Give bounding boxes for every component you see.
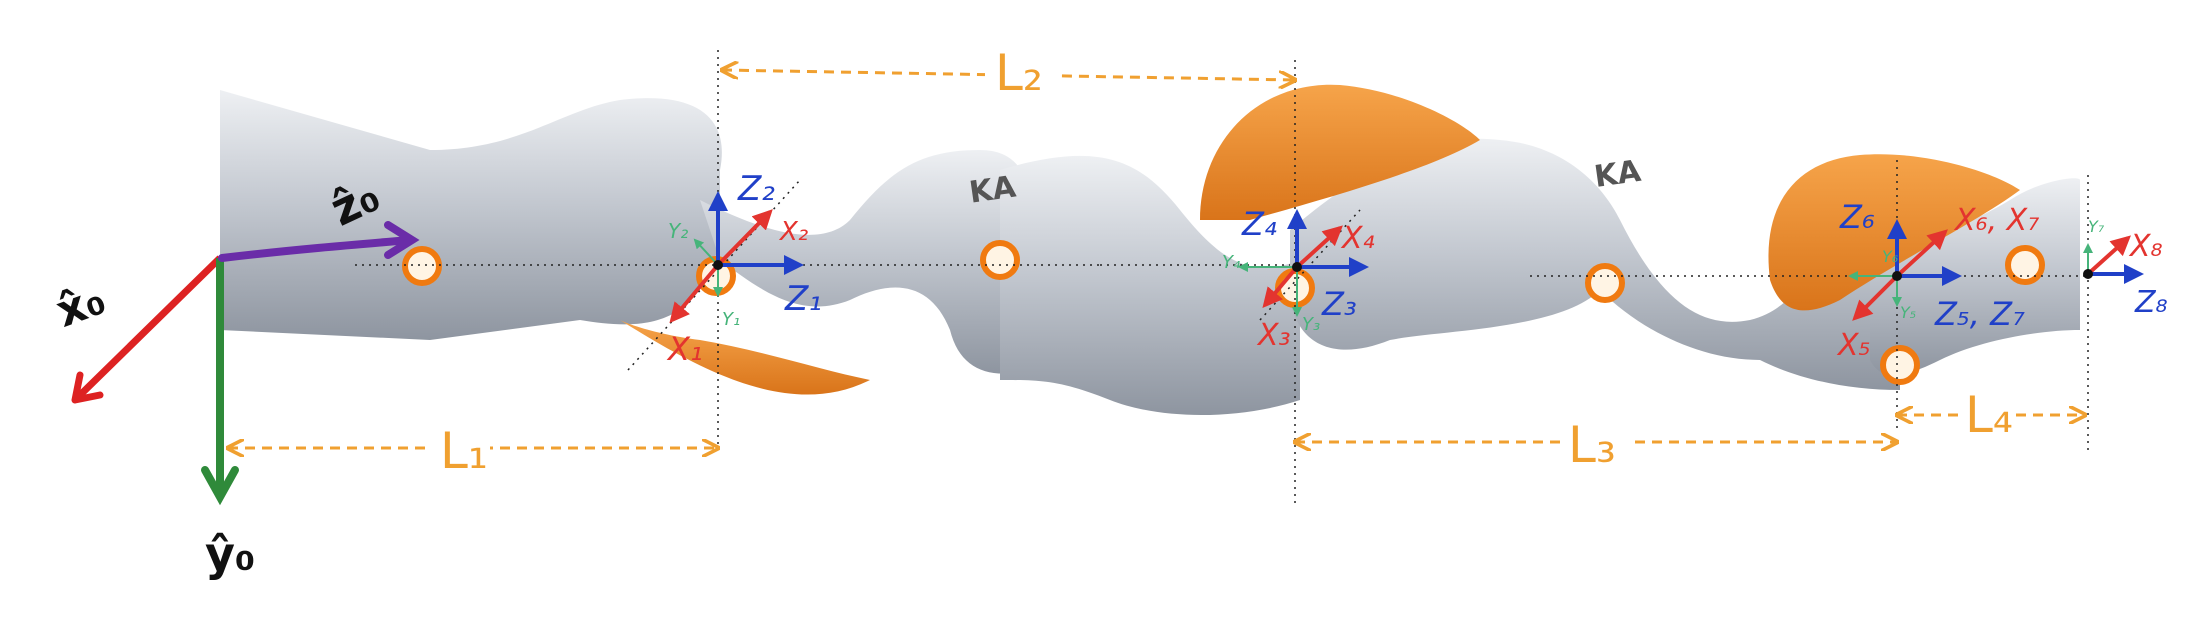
robot-body: KA KA <box>220 84 2080 415</box>
base-segment <box>220 90 722 340</box>
dimension-L4-label: L₄ <box>1965 386 2013 444</box>
dimension-L2-label: L₂ <box>995 44 1043 102</box>
frame-x1-label: X₁ <box>666 330 703 368</box>
frame-y6-label: Y₆ <box>1882 247 1899 266</box>
wrist-segment <box>1870 178 2080 375</box>
robot-brand-text-2: KA <box>1592 154 1644 195</box>
base-y-label: ŷ₀ <box>205 527 255 581</box>
frame-5-7 <box>1848 219 1962 321</box>
frame-z3-label: Z₃ <box>1321 285 1357 323</box>
frame-y7-label: Y₇ <box>2088 217 2105 236</box>
frame-y4-label: Y₄ <box>1222 252 1241 273</box>
joint-marker-5 <box>1585 263 1625 303</box>
frame-3-4 <box>1238 209 1369 317</box>
frame-x2-label: X₂ <box>778 217 808 247</box>
frame-1-2 <box>669 191 804 324</box>
orange-cover-1 <box>620 320 870 395</box>
robot-brand-text-1: KA <box>967 169 1019 210</box>
dimension-L3-label: L₃ <box>1568 416 1616 474</box>
dimension-L2-line <box>722 70 1295 80</box>
frame-y1-label: Y₁ <box>722 309 740 330</box>
base-x-axis <box>72 255 223 403</box>
joint-marker-3 <box>980 240 1020 280</box>
frame-z2-label: Z₂ <box>737 169 775 209</box>
frame-8 <box>2083 235 2144 284</box>
link3-segment <box>1000 155 1300 415</box>
joint-marker-6 <box>1880 345 1920 385</box>
frame-y5-label: Y₅ <box>1900 303 1916 322</box>
frame-y2-label: Y₂ <box>668 219 688 243</box>
link4-segment <box>1290 138 1900 390</box>
dimension-L1-label: L₁ <box>440 422 488 480</box>
frame-x3-label: X₃ <box>1256 318 1291 353</box>
frame-x6-x7-label: X₆, X₇ <box>1953 203 2039 238</box>
base-z-axis <box>218 236 414 262</box>
link2-segment <box>700 150 1030 374</box>
frame-z4-label: Z₄ <box>1241 205 1277 243</box>
base-x-label: x̂₀ <box>50 273 112 337</box>
frame-z8-label: Z₈ <box>2134 285 2168 320</box>
frame-y3-label: Y₃ <box>1302 314 1320 335</box>
frame-z6-label: Z₆ <box>1839 198 1875 236</box>
frame-x5-label: X₅ <box>1836 328 1871 363</box>
frame-z5-z7-label: Z₅, Z₇ <box>1934 295 2025 333</box>
frame-x4-label: X₄ <box>1340 221 1375 256</box>
frame-z1-label: Z₁ <box>784 279 822 319</box>
orange-cover-2 <box>1200 84 1480 220</box>
joint-marker-7 <box>2005 245 2045 285</box>
frame-x8-label: X₈ <box>2128 229 2163 264</box>
joint-marker-1 <box>402 246 442 286</box>
